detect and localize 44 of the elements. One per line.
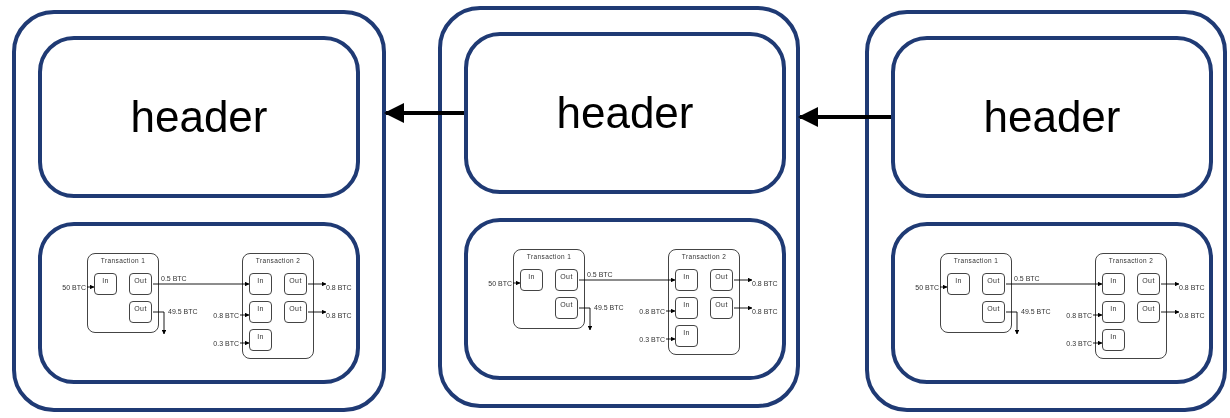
header-text: header [556, 88, 694, 138]
transaction-box [87, 253, 159, 333]
transactions-panel [464, 218, 786, 380]
transaction-box [940, 253, 1012, 333]
transaction-box [242, 253, 314, 359]
header-text: header [983, 92, 1121, 142]
header-text: header [130, 92, 268, 142]
transaction-box [513, 249, 585, 329]
output-box [555, 297, 578, 319]
input-box [1102, 273, 1125, 295]
transactions-panel [891, 222, 1213, 384]
input-box [249, 329, 272, 351]
transactions-panel [38, 222, 360, 384]
output-box [129, 301, 152, 323]
input-box [249, 273, 272, 295]
output-box [710, 297, 733, 319]
header-box [464, 32, 786, 194]
input-box [249, 301, 272, 323]
header-box [38, 36, 360, 198]
block-box [438, 6, 800, 408]
output-box [555, 269, 578, 291]
input-box [94, 273, 117, 295]
output-box [982, 301, 1005, 323]
input-box [675, 297, 698, 319]
output-box [284, 273, 307, 295]
header-box [891, 36, 1213, 198]
input-box [947, 273, 970, 295]
output-box [129, 273, 152, 295]
block-box [865, 10, 1227, 412]
input-box [520, 269, 543, 291]
input-box [675, 269, 698, 291]
transaction-box [1095, 253, 1167, 359]
output-box [284, 301, 307, 323]
output-box [710, 269, 733, 291]
input-box [1102, 301, 1125, 323]
input-box [675, 325, 698, 347]
output-box [1137, 273, 1160, 295]
output-box [1137, 301, 1160, 323]
transaction-box [668, 249, 740, 355]
arrow [384, 103, 464, 123]
output-box [982, 273, 1005, 295]
block-box [12, 10, 386, 412]
arrow [798, 107, 891, 127]
input-box [1102, 329, 1125, 351]
